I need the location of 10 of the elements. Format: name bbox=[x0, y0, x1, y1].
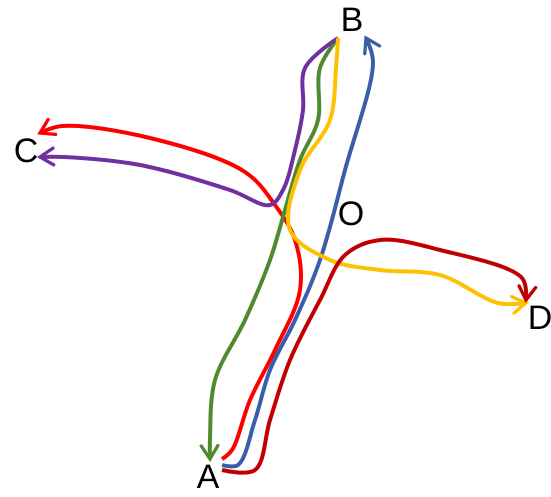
point-label: D bbox=[526, 300, 551, 336]
point-label: A bbox=[194, 459, 222, 495]
point-label: B bbox=[338, 2, 366, 38]
point-label: C bbox=[12, 133, 40, 169]
arrow bbox=[222, 238, 538, 475]
arrow bbox=[222, 36, 382, 468]
arrow bbox=[286, 38, 528, 315]
arrow bbox=[38, 118, 303, 461]
intersection-label: O bbox=[337, 196, 365, 232]
arrow bbox=[38, 36, 340, 208]
